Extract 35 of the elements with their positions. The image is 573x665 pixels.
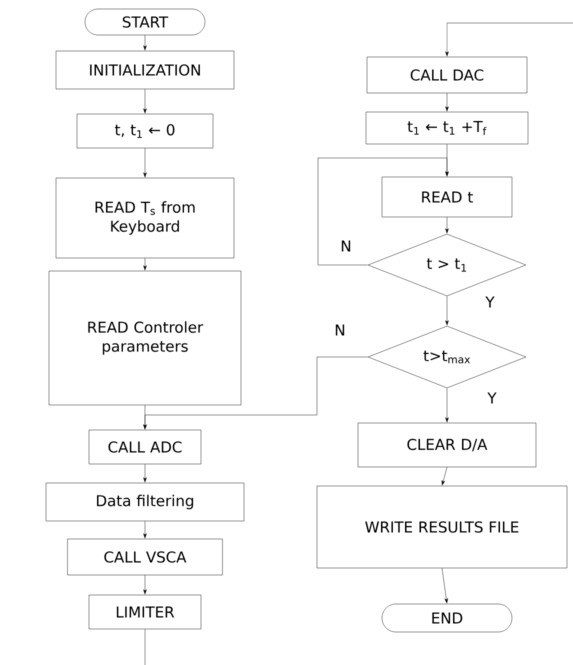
arrow <box>445 388 449 422</box>
terminal-box: START <box>84 8 206 36</box>
process-box: Data filtering <box>46 482 244 522</box>
arrow <box>143 148 147 178</box>
arrow <box>143 521 147 538</box>
edge-label: N <box>339 240 353 252</box>
arrow <box>143 35 147 50</box>
arrow <box>143 356 368 430</box>
arrow <box>143 464 147 482</box>
edge-label: Y <box>484 296 496 308</box>
process-box: CALL VSCA <box>67 538 223 576</box>
edge-label: Y <box>486 392 498 404</box>
process-box: INITIALIZATION <box>56 50 234 90</box>
arrow <box>318 158 449 266</box>
arrow <box>445 296 449 326</box>
process-box: CALL DAC <box>366 56 528 94</box>
arrow <box>445 217 449 234</box>
arrow <box>445 93 449 112</box>
arrow <box>143 258 147 270</box>
process-box: t$_{1}$ ← t$_{1}$ +T$_{f}$ <box>366 112 528 144</box>
arrow <box>442 568 448 604</box>
process-box: CALL ADC <box>88 430 202 464</box>
process-box: READ T$_{s}$ from Keyboard <box>56 178 234 258</box>
arrow <box>143 575 147 594</box>
process-box: READ Controler parameters <box>48 270 242 406</box>
arrow <box>442 467 448 486</box>
process-box: READ t <box>382 176 512 218</box>
arrow <box>143 89 147 114</box>
terminal-box: END <box>382 604 512 632</box>
arrow <box>445 22 573 56</box>
edge-label: N <box>333 324 347 336</box>
process-box: CLEAR D/A <box>358 422 536 468</box>
process-box: t, t$_{1}$ ← 0 <box>76 114 214 148</box>
process-box: LIMITER <box>88 594 202 630</box>
process-box: WRITE RESULTS FILE <box>316 486 568 568</box>
